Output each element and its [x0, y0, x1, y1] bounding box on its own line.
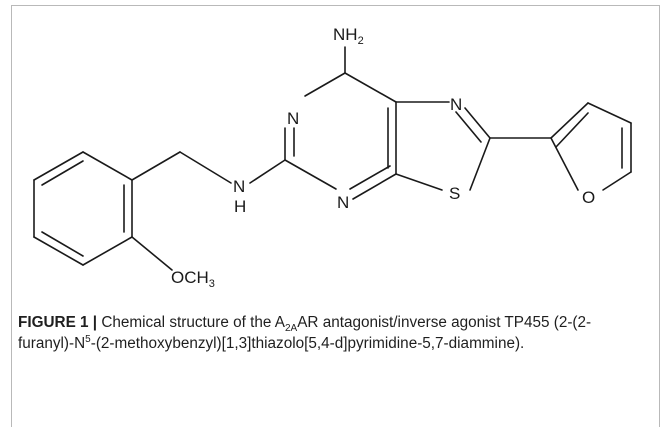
- caption-text-3: -(2-methoxybenzyl)[1,3]thiazolo[5,4-d]py…: [90, 334, 525, 352]
- bond-s-c3a: [395, 173, 443, 191]
- bond-nh-ch2: [179, 151, 232, 184]
- bond-n1-c2-double: [455, 111, 482, 143]
- atom-label-linker-h: H: [234, 197, 246, 216]
- bond-furan-1-double: [555, 112, 589, 148]
- figure-caption: FIGURE 1 | Chemical structure of the A2A…: [18, 313, 634, 354]
- atom-label-linker-n: N: [233, 177, 245, 196]
- bond-furan-2: [587, 102, 632, 124]
- atom-label-methoxy: OCH3: [171, 268, 215, 290]
- bond-n4-c3a-double: [349, 165, 391, 190]
- bond-benzene-5-double: [41, 160, 84, 186]
- caption-sub-2a: 2A: [284, 323, 298, 335]
- bond-benzene-6: [82, 151, 133, 181]
- bond-c7-n6: [304, 72, 346, 97]
- bond-c7-c7a: [344, 72, 397, 103]
- caption-sup-5: 5: [85, 333, 91, 345]
- bond-c5-nh: [249, 159, 286, 184]
- chemical-structure-diagram: NH2 N N N S O N H OCH3: [33, 25, 632, 290]
- bond-furan-5: [550, 137, 579, 191]
- bond-c2-s: [469, 137, 491, 191]
- caption-text-2: AR antagonist/inverse agonist TP455 (2-(…: [18, 314, 592, 352]
- bond-n1-c2: [464, 107, 491, 139]
- caption-text-1: Chemical structure of the A: [97, 314, 285, 331]
- bond-n4-c3a: [352, 173, 397, 200]
- figure-frame: [11, 5, 660, 427]
- atom-label-n4: N: [337, 193, 349, 212]
- bond-furan-4: [602, 171, 632, 191]
- bond-furan-1: [550, 102, 589, 139]
- figure-label: FIGURE 1 |: [18, 314, 98, 331]
- atom-label-thiazole-n: N: [450, 95, 462, 114]
- bond-ring-ome: [131, 236, 173, 271]
- atom-label-thiazole-s: S: [449, 184, 460, 203]
- bond-c5-n4: [284, 159, 337, 190]
- bond-ch2-ring: [131, 151, 181, 181]
- atom-label-nh2: NH2: [333, 25, 364, 47]
- atom-label-n6: N: [287, 109, 299, 128]
- atom-label-furan-o: O: [582, 188, 595, 207]
- bond-benzene-3: [33, 236, 84, 266]
- bond-benzene-2: [82, 236, 133, 266]
- bond-benzene-5: [33, 151, 84, 181]
- bond-benzene-3-double: [41, 231, 84, 257]
